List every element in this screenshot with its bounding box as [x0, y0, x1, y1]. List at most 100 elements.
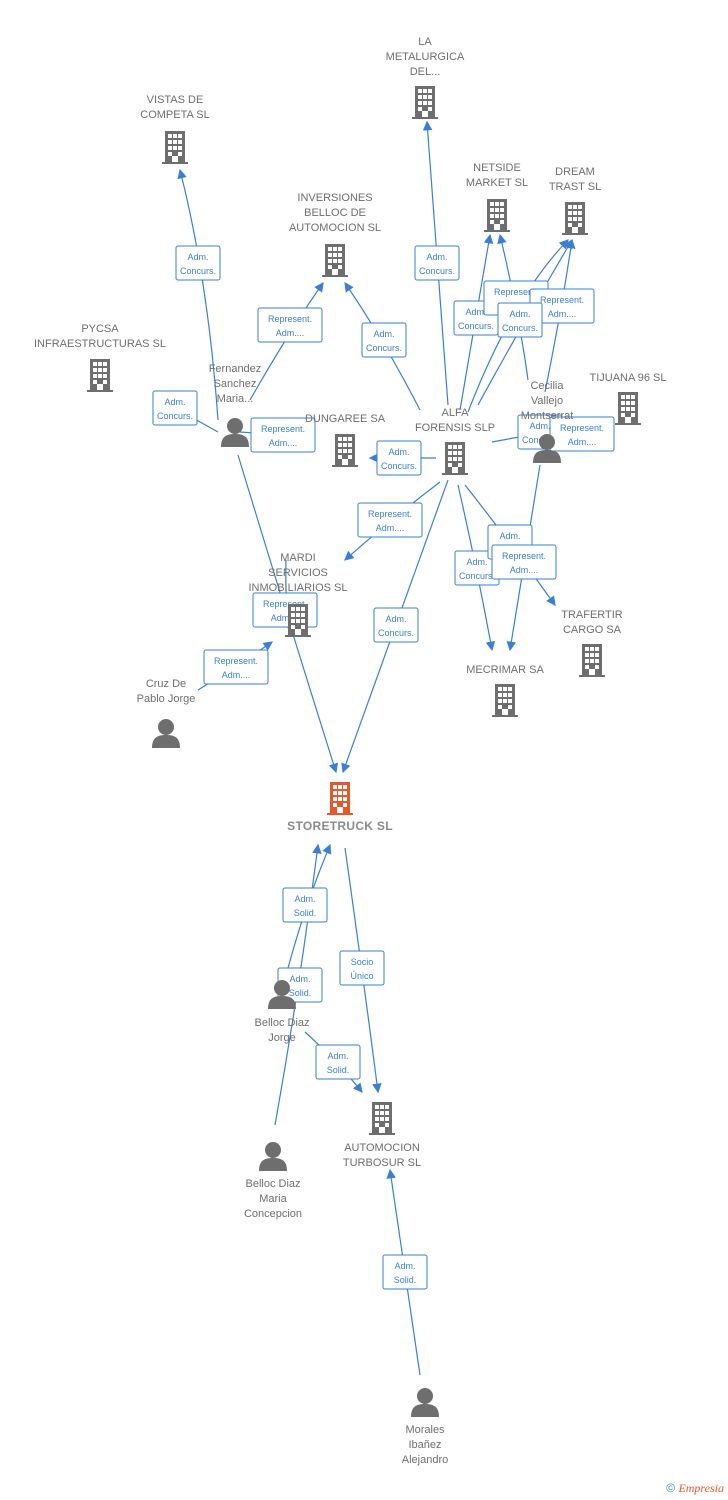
building-icon	[369, 1102, 395, 1135]
relation-label-text: Único	[350, 971, 373, 981]
relation-label-text: Adm....	[271, 613, 300, 623]
node-label: INVERSIONES	[297, 192, 372, 204]
node-mecrimar[interactable]: MECRIMAR SA	[466, 664, 544, 717]
node-label: Cecilia	[530, 380, 564, 392]
node-label: BELLOC DE	[304, 207, 366, 219]
node-lametal[interactable]: LA METALURGICA DEL...	[386, 36, 465, 119]
node-label: LA	[418, 36, 432, 48]
node-label: VISTAS DE	[147, 94, 204, 106]
relation-label-box	[152, 390, 198, 426]
node-label: INFRAESTRUCTURAS SL	[34, 338, 166, 350]
node-label: AUTOMOCION	[344, 1142, 420, 1154]
node-pycsa[interactable]: PYCSA INFRAESTRUCTURAS SL	[34, 323, 166, 392]
node-label: Belloc Diaz	[245, 1178, 300, 1190]
relation-label-text: Adm....	[510, 565, 539, 575]
node-label: ALFA	[442, 407, 470, 419]
relation-label-box	[497, 302, 543, 338]
relation-label[interactable]: Represent.Adm....	[250, 417, 316, 453]
relation-label[interactable]: Adm.Solid.	[282, 887, 328, 923]
node-label: DEL...	[410, 66, 441, 78]
relation-label[interactable]: Adm.Concurs.	[175, 245, 221, 281]
relation-label[interactable]: Adm.Concurs.	[414, 245, 460, 281]
node-label: Fernandez	[209, 363, 262, 375]
node-label: Vallejo	[531, 395, 563, 407]
relation-label-box	[382, 1254, 428, 1290]
relation-label-text: Adm.	[466, 557, 487, 567]
relation-label-text: Represent.	[560, 423, 604, 433]
relation-label[interactable]: Represent.Adm....	[357, 502, 423, 538]
relation-label-text: Adm....	[269, 438, 298, 448]
relation-label-text: Represent.	[494, 287, 538, 297]
relation-label-text: Concurs.	[157, 411, 193, 421]
node-label: DREAM	[555, 166, 595, 178]
relation-label[interactable]: Adm.Solid.	[315, 1044, 361, 1080]
node-label: MARDI	[280, 552, 315, 564]
relation-label[interactable]: Adm.Concurs.	[373, 607, 419, 643]
node-label: Morales	[405, 1424, 445, 1436]
node-inversiones[interactable]: INVERSIONES BELLOC DE AUTOMOCION SL	[289, 192, 381, 277]
node-label: Alejandro	[402, 1454, 448, 1466]
relation-label-text: Solid.	[327, 1065, 350, 1075]
relation-label[interactable]: Represent.Adm....	[257, 307, 323, 343]
node-label: Belloc Diaz	[254, 1017, 309, 1029]
node-label: METALURGICA	[386, 51, 465, 63]
focus-building-icon	[327, 782, 353, 815]
relation-label[interactable]: Adm.Concurs.	[152, 390, 198, 426]
relation-label-text: Adm.	[509, 309, 530, 319]
relation-label-box	[376, 440, 422, 476]
relation-label-text: Adm.	[465, 307, 486, 317]
node-label: DUNGAREE SA	[305, 413, 386, 425]
relation-label[interactable]: Adm.Concurs.	[376, 440, 422, 476]
node-tijuana[interactable]: TIJUANA 96 SL	[589, 372, 667, 425]
relation-label-text: Solid.	[394, 1275, 417, 1285]
relation-label[interactable]: Adm.Solid.	[382, 1254, 428, 1290]
node-storetruck[interactable]: STORETRUCK SL	[287, 782, 393, 833]
node-fernandez[interactable]: FernandezSanchezMaria...	[209, 363, 262, 447]
node-label: PYCSA	[81, 323, 119, 335]
relation-label-box	[414, 245, 460, 281]
footer-brand[interactable]: © Empresia	[666, 1481, 724, 1496]
building-icon	[332, 434, 358, 467]
building-icon	[412, 86, 438, 119]
relation-label[interactable]: Represent.Adm....	[491, 544, 557, 580]
building-icon	[322, 244, 348, 277]
relation-label[interactable]: Adm.Concurs.	[454, 550, 500, 586]
relation-label-text: Adm....	[568, 437, 597, 447]
relation-label-text: Adm.	[499, 531, 520, 541]
relation-label[interactable]: Represent. Adm....	[549, 416, 615, 452]
relation-label[interactable]: Adm.Concurs.	[361, 322, 407, 358]
building-icon	[162, 131, 188, 164]
relation-label-box	[203, 649, 269, 685]
node-label: TRAFERTIR	[561, 609, 623, 621]
relation-edge	[177, 168, 219, 421]
node-label: MECRIMAR SA	[466, 664, 544, 676]
relation-label-box	[175, 245, 221, 281]
relation-label-text: Adm.	[388, 447, 409, 457]
relation-label-text: Adm.	[385, 614, 406, 624]
relation-label-box	[549, 416, 615, 452]
node-label: Concepcion	[244, 1208, 302, 1220]
relation-label-box	[282, 887, 328, 923]
node-label: Maria...	[217, 393, 254, 405]
relation-label[interactable]: Represent.Adm....	[203, 649, 269, 685]
node-label: AUTOMOCION SL	[289, 222, 381, 234]
relation-label[interactable]: Adm.Concurs.	[497, 302, 543, 338]
relation-label-text: Concurs.	[458, 321, 494, 331]
node-dungaree[interactable]: DUNGAREE SA	[305, 413, 386, 467]
relation-label-box	[491, 544, 557, 580]
brand-logo: Empresia	[678, 1481, 724, 1495]
